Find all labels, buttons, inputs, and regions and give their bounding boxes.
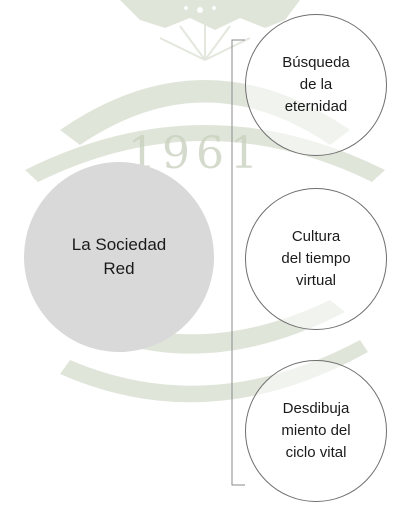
center-concept-circle: La Sociedad Red (24, 162, 214, 352)
branch-node-label: Desdibuja miento del ciclo vital (281, 400, 351, 461)
branch-node-virtual-time: Cultura del tiempo virtual (245, 188, 387, 330)
branch-node-life-cycle: Desdibuja miento del ciclo vital (245, 360, 387, 502)
branch-node-label: Búsqueda de la eternidad (282, 54, 350, 115)
branch-node-eternity: Búsqueda de la eternidad (245, 14, 387, 156)
branch-node-label: Cultura del tiempo virtual (281, 228, 351, 289)
center-concept-label: La Sociedad Red (71, 235, 167, 278)
